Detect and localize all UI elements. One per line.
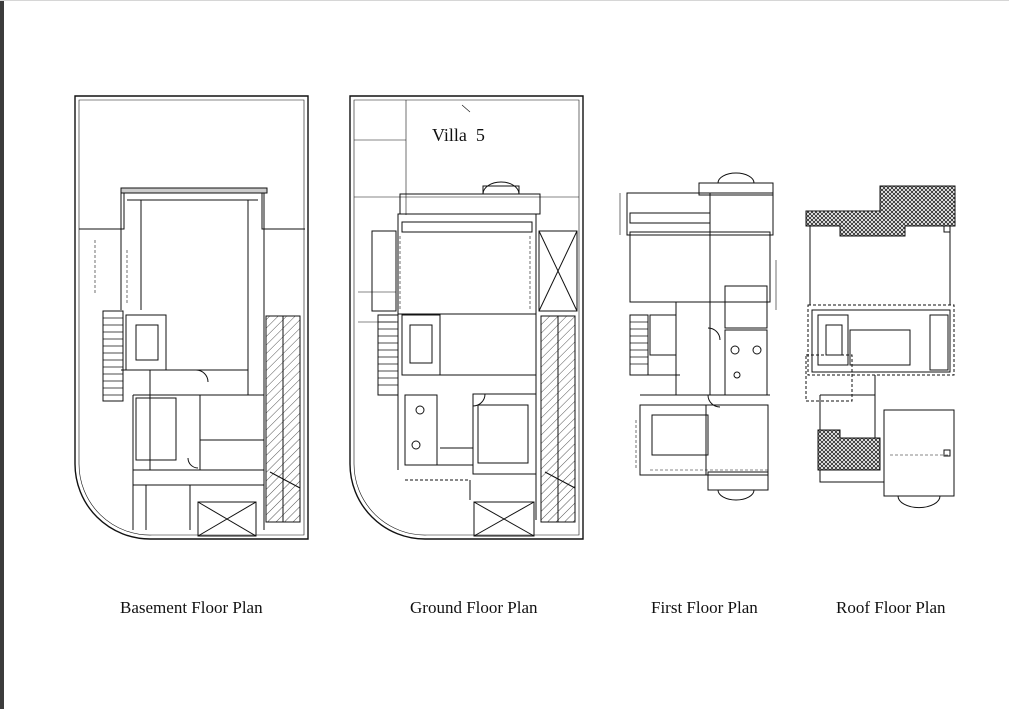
ground-floor-plan — [349, 95, 584, 540]
basement-floor-plan — [74, 95, 309, 540]
basement-plan-caption: Basement Floor Plan — [120, 598, 263, 617]
first-plan-caption: First Floor Plan — [651, 598, 758, 617]
viewer-top-edge — [0, 0, 1009, 1]
ground-plan-caption: Ground Floor Plan — [410, 598, 538, 617]
villa-title: Villa 5 — [432, 125, 485, 145]
first-floor-plan — [619, 172, 777, 501]
roof-floor-plan — [805, 185, 956, 509]
viewer-left-edge — [0, 0, 4, 709]
roof-plan-caption: Roof Floor Plan — [836, 598, 946, 617]
